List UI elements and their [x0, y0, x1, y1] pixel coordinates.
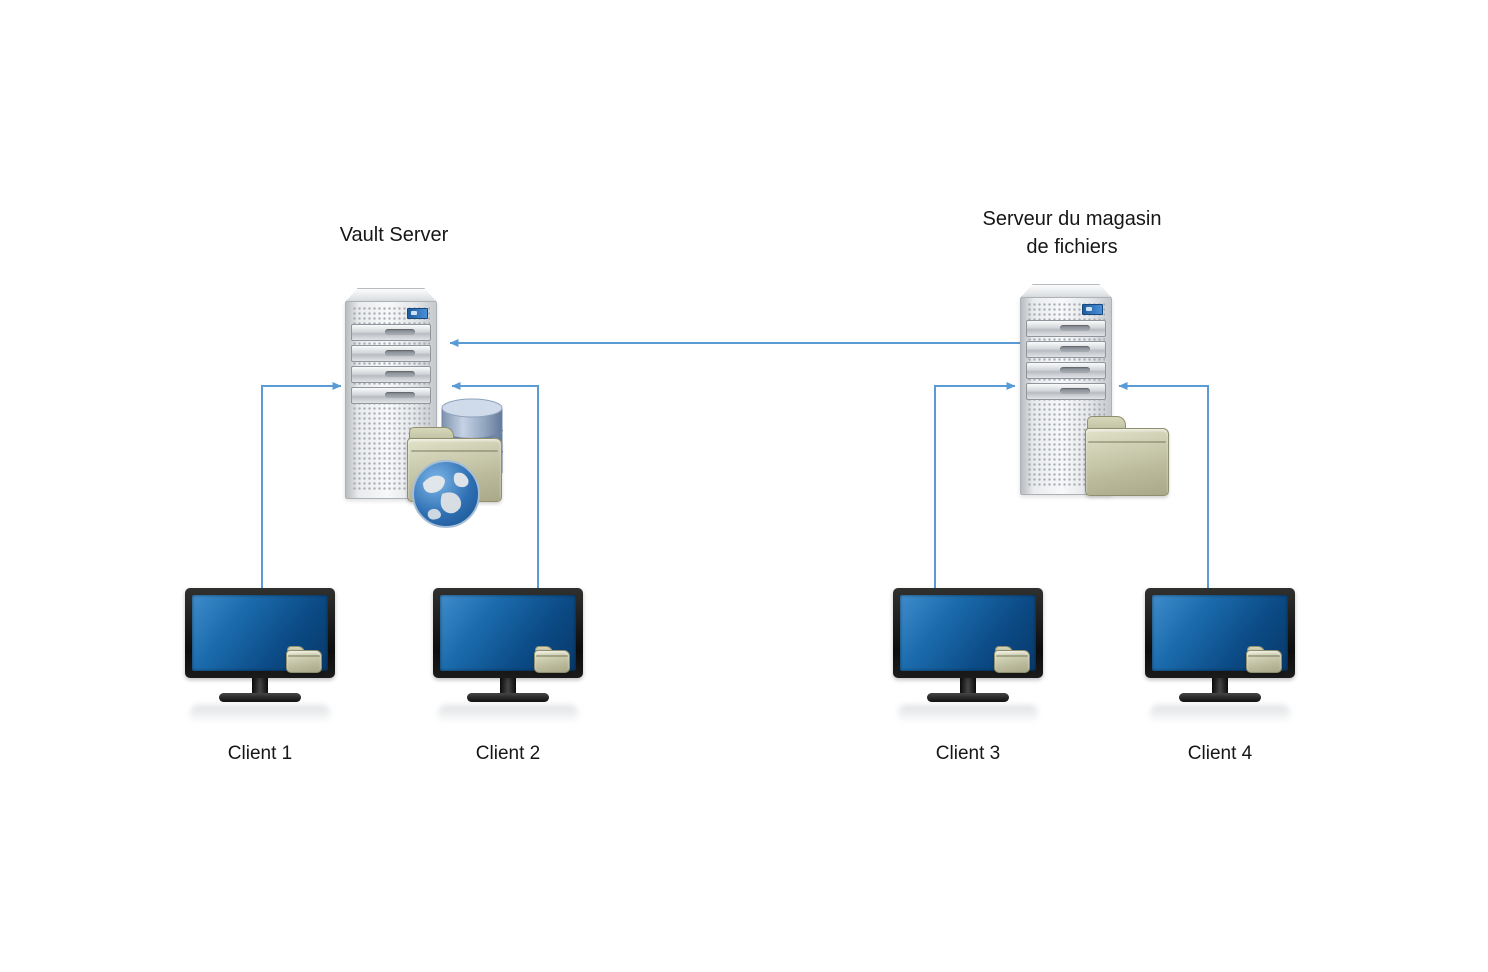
monitor-stand-neck — [960, 678, 976, 693]
bay-handle — [385, 392, 415, 398]
drive-bay — [351, 345, 431, 362]
monitor-stand-neck — [252, 678, 268, 693]
folder-body — [1246, 650, 1282, 673]
client-4-label: Client 4 — [1187, 743, 1253, 764]
folder-tab — [994, 646, 1013, 654]
folder-tab — [534, 646, 553, 654]
monitor-stand-base — [219, 693, 301, 702]
power-badge-icon — [407, 308, 428, 319]
folder-icon — [286, 646, 322, 673]
file-store-folder-icon — [1085, 416, 1169, 496]
monitor-screen — [900, 595, 1036, 673]
client-4-monitor — [1145, 588, 1295, 723]
drive-bays — [351, 324, 431, 408]
folder-icon — [1246, 646, 1282, 673]
client-1-label: Client 1 — [227, 743, 293, 764]
bay-handle — [1060, 367, 1090, 373]
vault-server-label: Vault Server — [339, 224, 449, 246]
client-1-monitor — [185, 588, 335, 723]
monitor-screen — [1152, 595, 1288, 673]
folder-tab — [286, 646, 305, 654]
file-server-label-line1: Serveur du magasin — [982, 208, 1162, 230]
arrow-client1-to-vaultserver — [261, 382, 342, 588]
file-server-label: Serveur du magasin de fichiers — [962, 205, 1182, 261]
monitor-reflection — [190, 705, 330, 723]
monitor-reflection — [438, 705, 578, 723]
folder-body — [286, 650, 322, 673]
bay-handle — [385, 329, 415, 335]
client-2-label: Client 2 — [475, 743, 541, 764]
folder-tab — [1246, 646, 1265, 654]
monitor-reflection — [898, 705, 1038, 723]
tower-top-face — [346, 288, 436, 301]
bay-handle — [1060, 325, 1090, 331]
client-2-monitor — [433, 588, 583, 723]
monitor-screen — [440, 595, 576, 673]
arrow-client3-to-fileserver — [934, 382, 1016, 588]
monitor-bezel — [1145, 588, 1295, 678]
bay-handle — [385, 371, 415, 377]
monitor-bezel — [893, 588, 1043, 678]
drive-bay — [351, 324, 431, 341]
monitor-stand-base — [467, 693, 549, 702]
drive-bay — [1026, 362, 1106, 379]
folder-body — [994, 650, 1030, 673]
folder-body — [1085, 428, 1169, 496]
drive-bays — [1026, 320, 1106, 404]
drive-bay — [351, 366, 431, 383]
globe-icon — [412, 460, 480, 528]
folder-icon — [994, 646, 1030, 673]
client-3-label: Client 3 — [935, 743, 1001, 764]
monitor-bezel — [433, 588, 583, 678]
bay-handle — [1060, 388, 1090, 394]
drive-bay — [1026, 341, 1106, 358]
tower-top-face — [1021, 284, 1111, 297]
drive-bay — [1026, 320, 1106, 337]
folder-body — [534, 650, 570, 673]
monitor-bezel — [185, 588, 335, 678]
monitor-stand-neck — [1212, 678, 1228, 693]
monitor-screen — [192, 595, 328, 673]
power-badge-icon — [1082, 304, 1103, 315]
drive-bay — [351, 387, 431, 404]
monitor-stand-neck — [500, 678, 516, 693]
bay-handle — [1060, 346, 1090, 352]
monitor-reflection — [1150, 705, 1290, 723]
file-server-label-line2: de fichiers — [1026, 236, 1118, 258]
folder-icon — [534, 646, 570, 673]
client-3-monitor — [893, 588, 1043, 723]
bay-handle — [385, 350, 415, 356]
monitor-stand-base — [927, 693, 1009, 702]
monitor-stand-base — [1179, 693, 1261, 702]
drive-bay — [1026, 383, 1106, 400]
